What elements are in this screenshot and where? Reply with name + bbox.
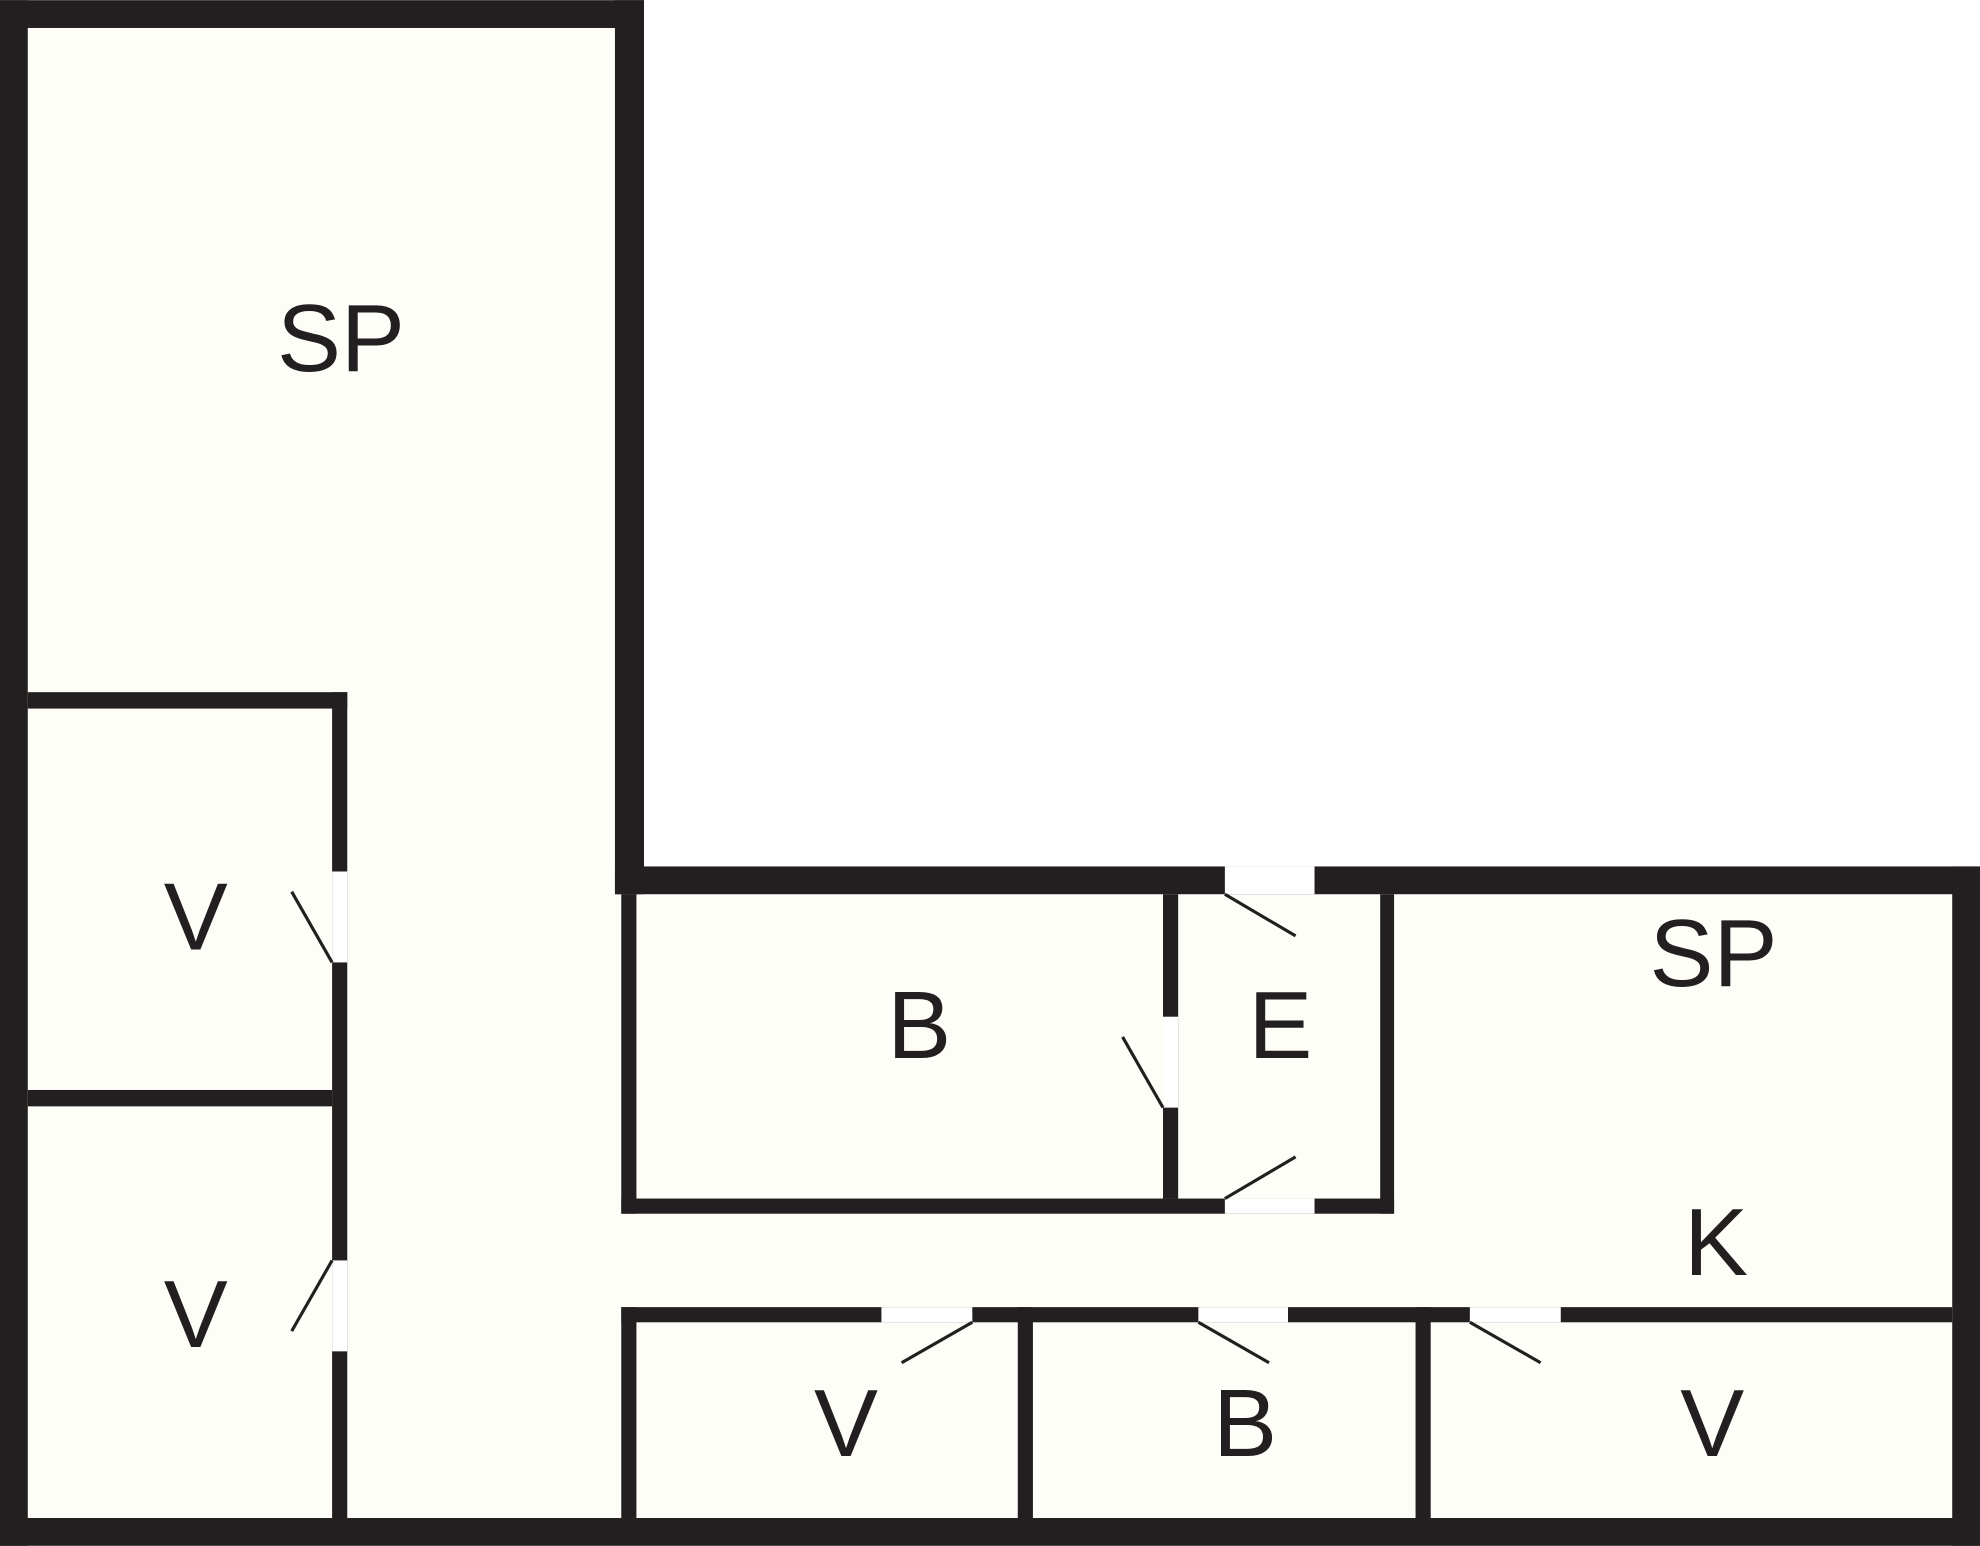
room-label-v-left-lower: V <box>164 1261 228 1368</box>
room-label-b-bottom: B <box>1213 1370 1277 1477</box>
door-left-lower <box>290 1259 348 1352</box>
door-b-e <box>1121 1016 1179 1109</box>
room-label-v-bottom-right: V <box>1680 1370 1744 1477</box>
door-left-upper <box>290 871 348 964</box>
door-bottom-v-right <box>1469 1307 1561 1365</box>
door-entrance <box>1224 866 1315 938</box>
room-label-b-middle: B <box>887 972 951 1079</box>
room-label-sp-right: SP <box>1650 900 1778 1007</box>
room-label-sp-main: SP <box>277 285 405 392</box>
door-bottom-v-left <box>881 1307 974 1365</box>
door-bottom-b <box>1197 1307 1289 1365</box>
room-label-v-left-upper: V <box>164 863 228 970</box>
room-label-k: K <box>1684 1189 1748 1296</box>
door-e-bottom <box>1224 1155 1315 1214</box>
floor-area <box>13 14 1967 1532</box>
room-label-v-bottom-left: V <box>814 1370 878 1477</box>
room-label-e: E <box>1248 972 1312 1079</box>
